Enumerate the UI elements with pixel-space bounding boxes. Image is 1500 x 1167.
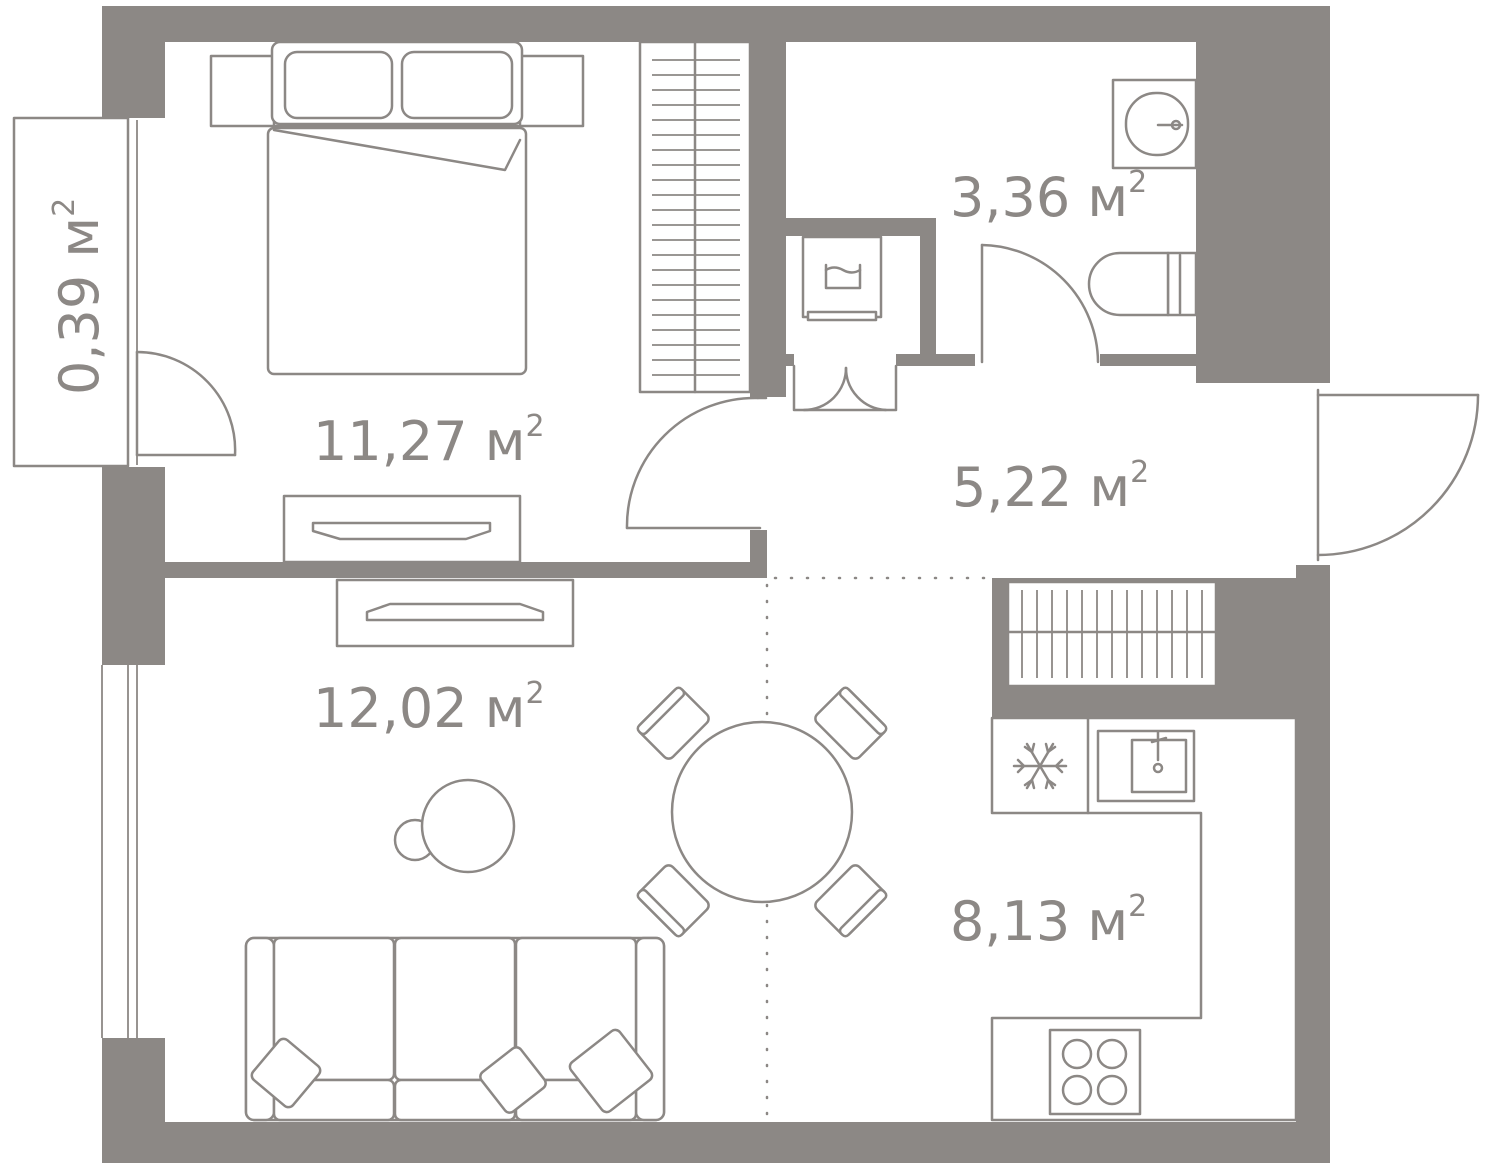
tv-stand-icon [282,494,522,564]
windows [12,116,138,1038]
bed-icon [209,40,585,376]
bedroom-area-label: 11,27 м2 [313,409,545,473]
kitchen-counter [990,716,1298,1122]
armchair-icon [393,778,516,874]
shoe-rack-icon [1006,580,1218,688]
dining-table-icon [636,686,888,938]
kitchen-area-label: 8,13 м2 [950,889,1147,953]
living-area-label: 12,02 м2 [313,676,545,740]
toilet-icon [1087,251,1198,317]
kitchen-sink-icon [1096,729,1196,803]
room-labels: 11,27 м2 12,02 м2 8,13 м2 5,22 м2 3,36 м… [47,165,1149,953]
sofa-icon [244,936,666,1122]
tv-stand-living-icon [335,578,575,648]
balcony-area-label: 0,39 м2 [47,198,111,395]
wardrobe-icon [638,40,752,394]
doors [135,243,1480,562]
fridge-icon [1012,742,1068,790]
bathroom-area-label: 3,36 м2 [950,165,1147,229]
stove-icon [1048,1028,1142,1116]
washing-machine-icon [801,235,883,322]
sink-icon [1111,78,1198,170]
hall-area-label: 5,22 м2 [952,455,1149,519]
